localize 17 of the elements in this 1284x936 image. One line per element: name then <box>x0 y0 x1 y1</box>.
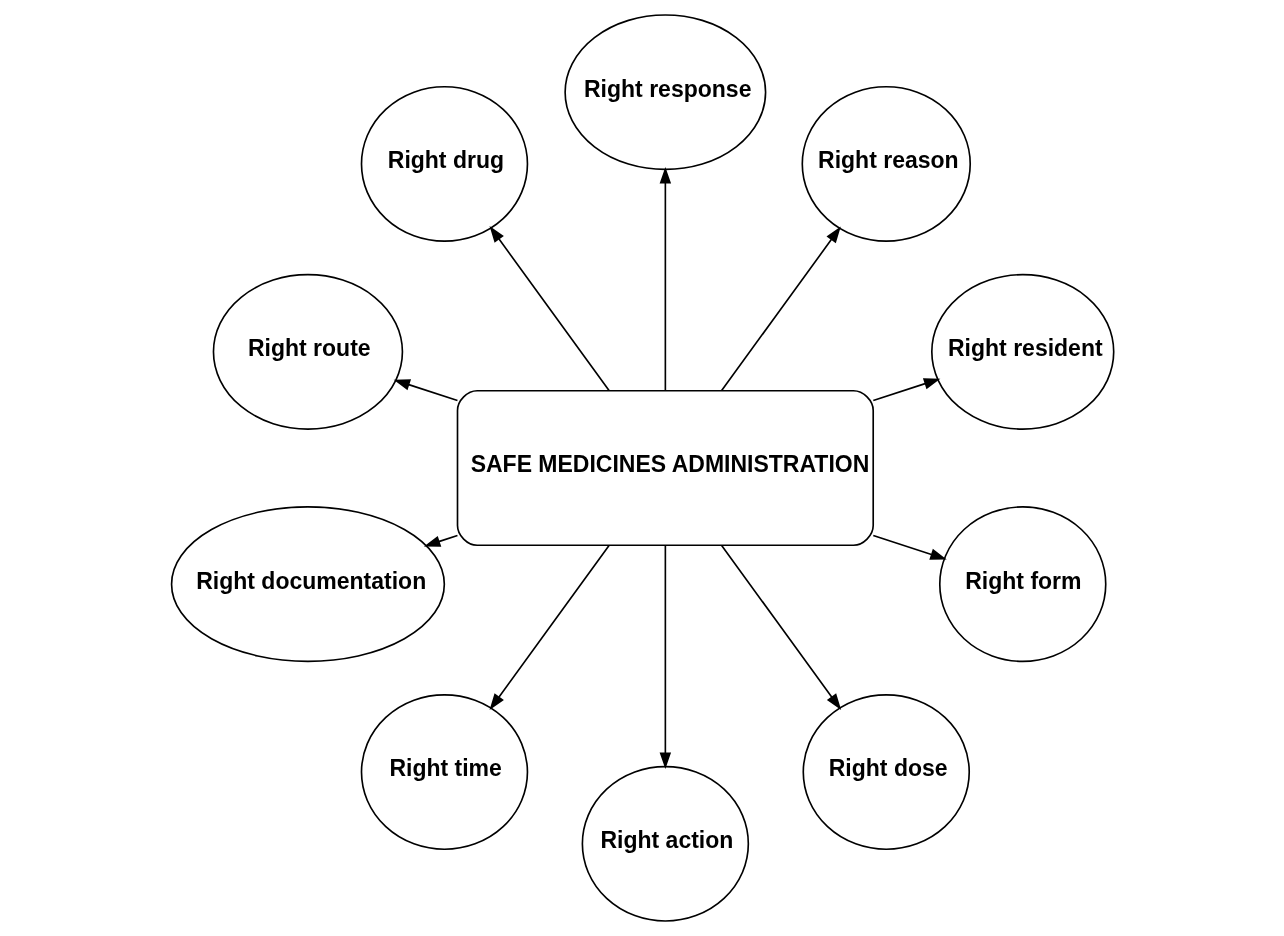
arrow <box>720 544 841 710</box>
arrow <box>489 544 610 710</box>
node-circle: Right action <box>581 765 749 922</box>
node-circle: Right form <box>938 506 1107 663</box>
node-box: SAFE MEDICINES ADMINISTRATION <box>456 389 874 547</box>
arrow <box>489 226 610 392</box>
arrow <box>423 534 458 547</box>
node-ellipse: Right route <box>212 273 403 430</box>
node-ellipse: Right resident <box>930 273 1115 430</box>
arrow <box>871 534 947 560</box>
arrow <box>871 378 940 402</box>
node-ellipse: Right response <box>563 14 766 171</box>
node-ellipse: Right documentation <box>170 506 445 663</box>
arrow <box>720 226 841 392</box>
arrow <box>393 379 458 402</box>
arrow <box>659 544 671 769</box>
arrow <box>659 167 671 392</box>
